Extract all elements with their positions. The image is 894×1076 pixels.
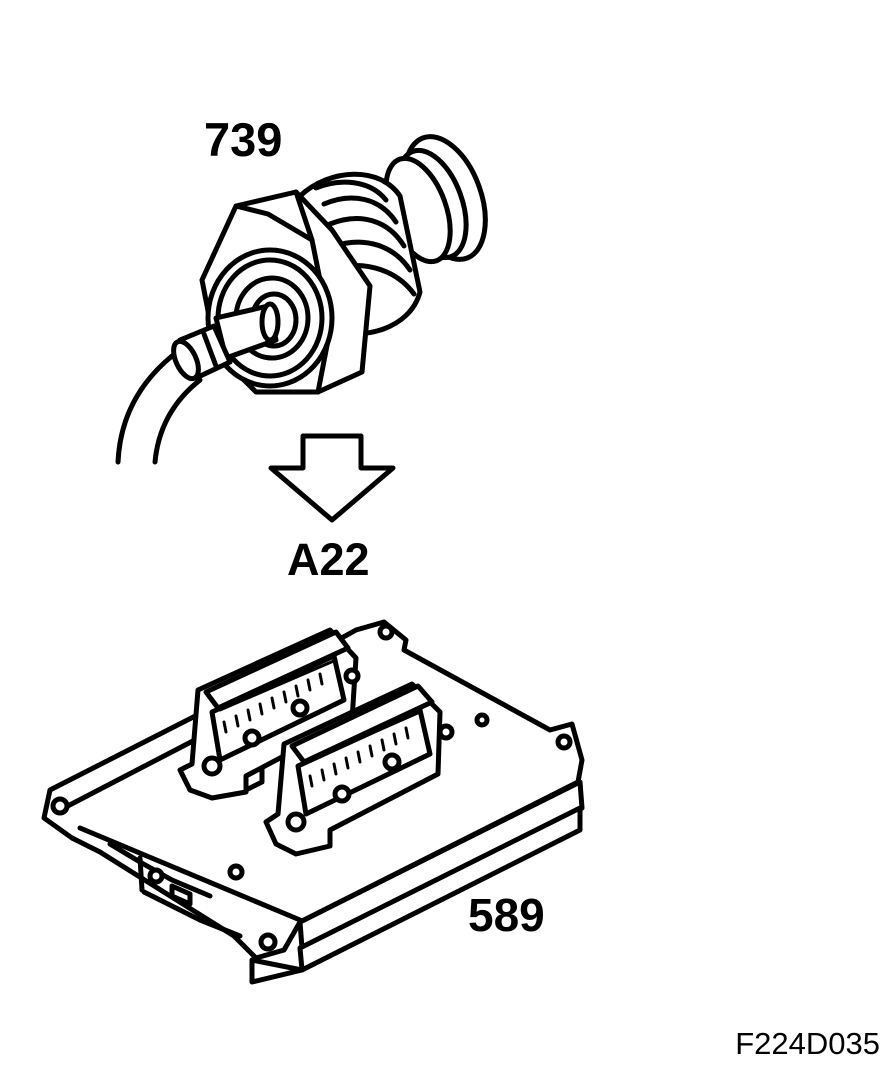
sensor-tip	[383, 134, 488, 265]
ecu-side	[249, 779, 585, 985]
ecu-mounting-holes	[50, 623, 573, 952]
sensor-cable	[115, 353, 203, 465]
ecu-drawing	[41, 619, 585, 985]
figure-id-label: F224D035	[735, 1026, 880, 1061]
sensor-part-number-label: 739	[204, 113, 283, 166]
down-arrow-icon	[268, 433, 396, 523]
section-reference-label: A22	[287, 534, 370, 585]
control-module-part-number-label: 589	[468, 889, 545, 941]
ecu-connector-2	[263, 681, 455, 857]
ecu-connector-1	[177, 627, 361, 801]
sensor-cable-boot	[171, 301, 281, 382]
sensor-drawing	[115, 134, 488, 465]
